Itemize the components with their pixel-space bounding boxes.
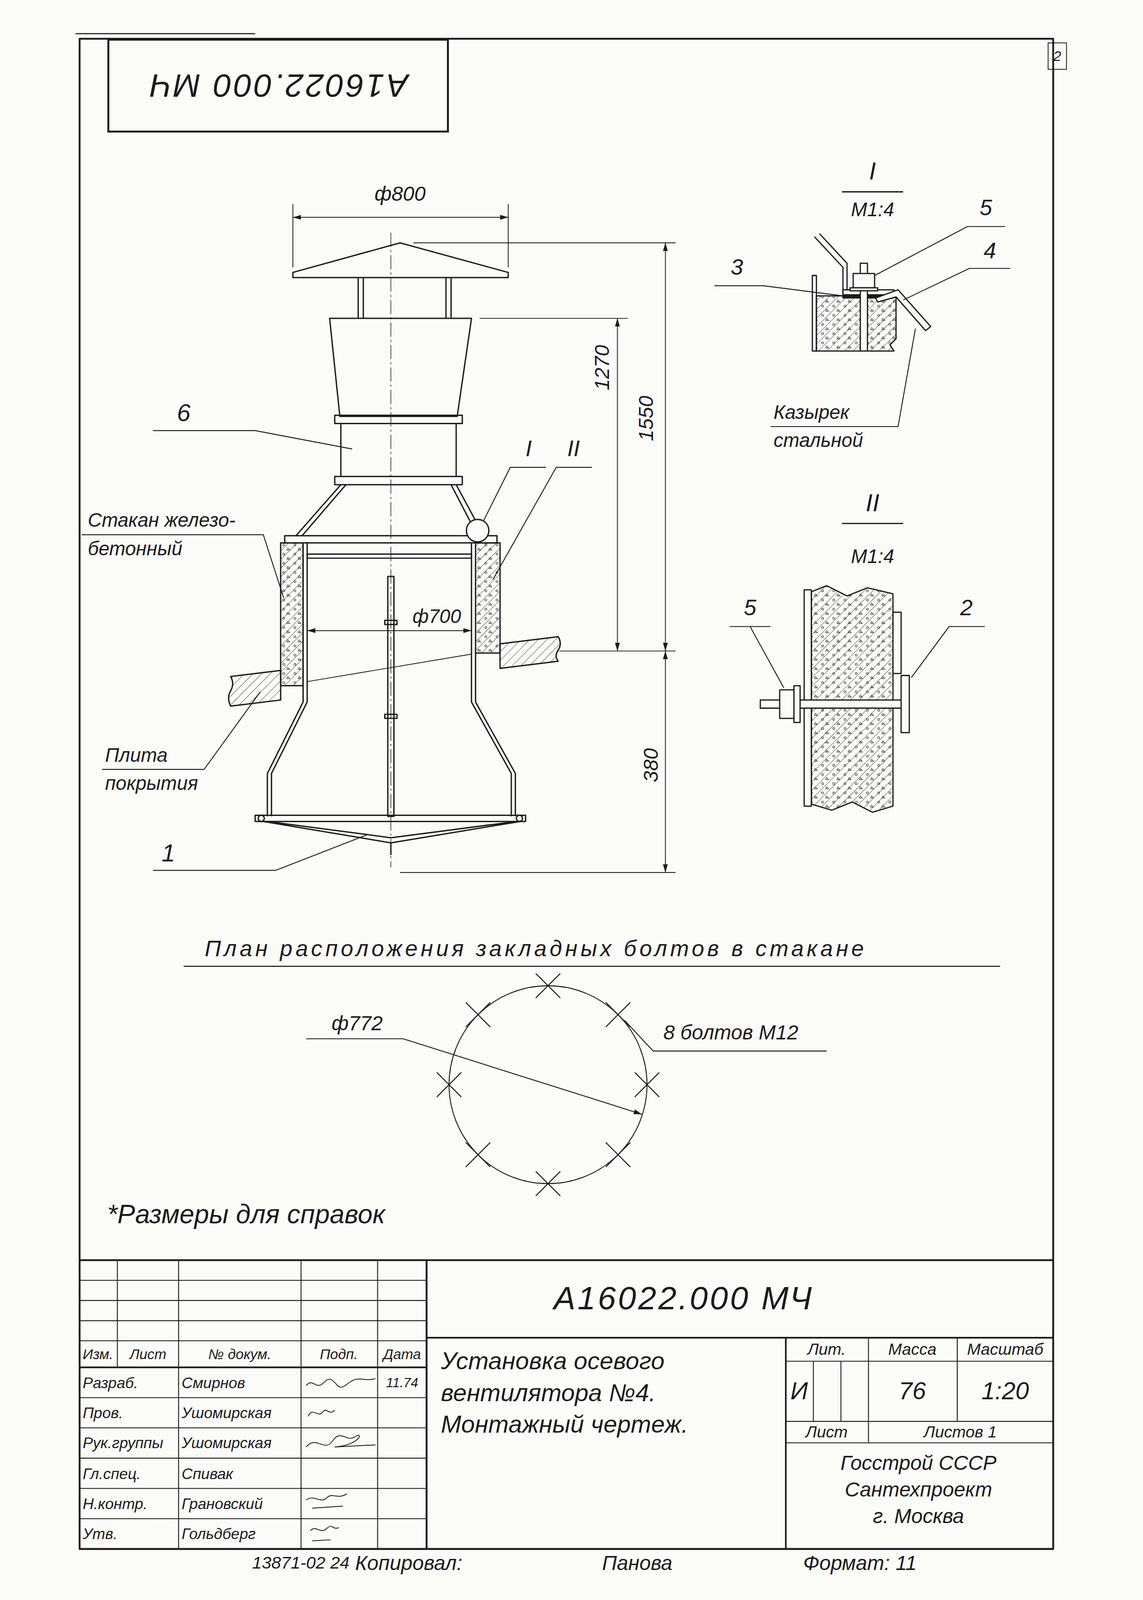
table-cell: Лит. <box>807 1339 846 1359</box>
detail-callout: II <box>567 436 580 462</box>
dimension: 1550 <box>634 395 658 442</box>
table-cell: 76 <box>898 1377 926 1406</box>
table-cell: Изм. <box>82 1346 114 1363</box>
table-cell: Гл.спец. <box>82 1464 141 1483</box>
detail-callout: I <box>525 436 532 462</box>
note: Копировал: <box>355 1551 463 1576</box>
note: 13871-02 24 <box>252 1553 350 1574</box>
table-cell: Пров. <box>82 1404 123 1422</box>
table-cell: № докум. <box>208 1346 272 1363</box>
callout-number: 5 <box>979 195 993 222</box>
table-cell: И <box>790 1377 808 1406</box>
note: Панова <box>602 1551 673 1576</box>
callout-number: 5 <box>743 595 757 622</box>
part-name: Стакан железо- бетонный <box>87 505 263 563</box>
table-cell: 11.74 <box>385 1375 419 1391</box>
table-cell: Ушомирская <box>181 1404 272 1422</box>
table-cell: Подп. <box>319 1346 358 1363</box>
note: *Размеры для справок <box>107 1199 386 1230</box>
callout-number: 4 <box>983 237 997 264</box>
dimension: ф772 <box>331 1011 384 1036</box>
detail-scale: М1:4 <box>850 545 894 568</box>
callout-number: 3 <box>730 254 743 281</box>
drawing-code: А16022.000 МЧ <box>553 1279 815 1318</box>
detail-scale: М1:4 <box>850 197 894 221</box>
part-name: Казырек стальной <box>773 398 891 455</box>
table-cell: Ушомирская <box>181 1434 272 1452</box>
table-cell: Н.контр. <box>82 1495 148 1513</box>
table-cell: Дата <box>383 1346 421 1363</box>
table-cell: Масса <box>888 1339 937 1359</box>
table-cell: Масштаб <box>966 1339 1044 1359</box>
table-cell: Смирнов <box>181 1374 246 1392</box>
part-name: Плита покрытия <box>104 741 202 798</box>
detail-title: I <box>869 157 876 186</box>
organization: Госстрой СССР <box>840 1451 997 1476</box>
drawing-code-stamp: А16022.000 МЧ <box>107 38 450 133</box>
callout-number: 2 <box>960 595 973 622</box>
table-cell: Рук.группы <box>82 1434 164 1452</box>
drawing-title: Установка осевого вентилятора №4. Монтаж… <box>440 1345 723 1441</box>
callout-number: 6 <box>177 399 191 428</box>
table-cell: Грановский <box>181 1495 264 1513</box>
table-cell: Лист <box>129 1346 167 1363</box>
sheet-number: 2 <box>1053 47 1062 65</box>
table-cell: Листов 1 <box>923 1422 997 1442</box>
organization: Сантехпроект <box>845 1478 993 1502</box>
note: 8 болтов М12 <box>663 1021 799 1045</box>
callout-number: 1 <box>161 839 176 868</box>
dimension: ф700 <box>412 605 461 628</box>
dimension: 1270 <box>590 344 615 391</box>
drawing-code: А16022.000 МЧ <box>148 67 409 105</box>
view-title: План расположения закладных болтов в ста… <box>204 935 867 962</box>
table-cell: Гольдберг <box>181 1525 256 1543</box>
organization: г. Москва <box>873 1504 965 1529</box>
table-cell: Спивак <box>181 1464 234 1483</box>
table-cell: Лист <box>805 1422 848 1442</box>
dimension: ф800 <box>374 182 426 207</box>
dimension: 380 <box>639 748 664 783</box>
detail-title: II <box>865 489 880 518</box>
table-cell: 1:20 <box>981 1377 1030 1406</box>
table-cell: Разраб. <box>82 1374 138 1392</box>
table-cell: Утв. <box>82 1525 118 1543</box>
note: Формат: 11 <box>802 1551 917 1576</box>
